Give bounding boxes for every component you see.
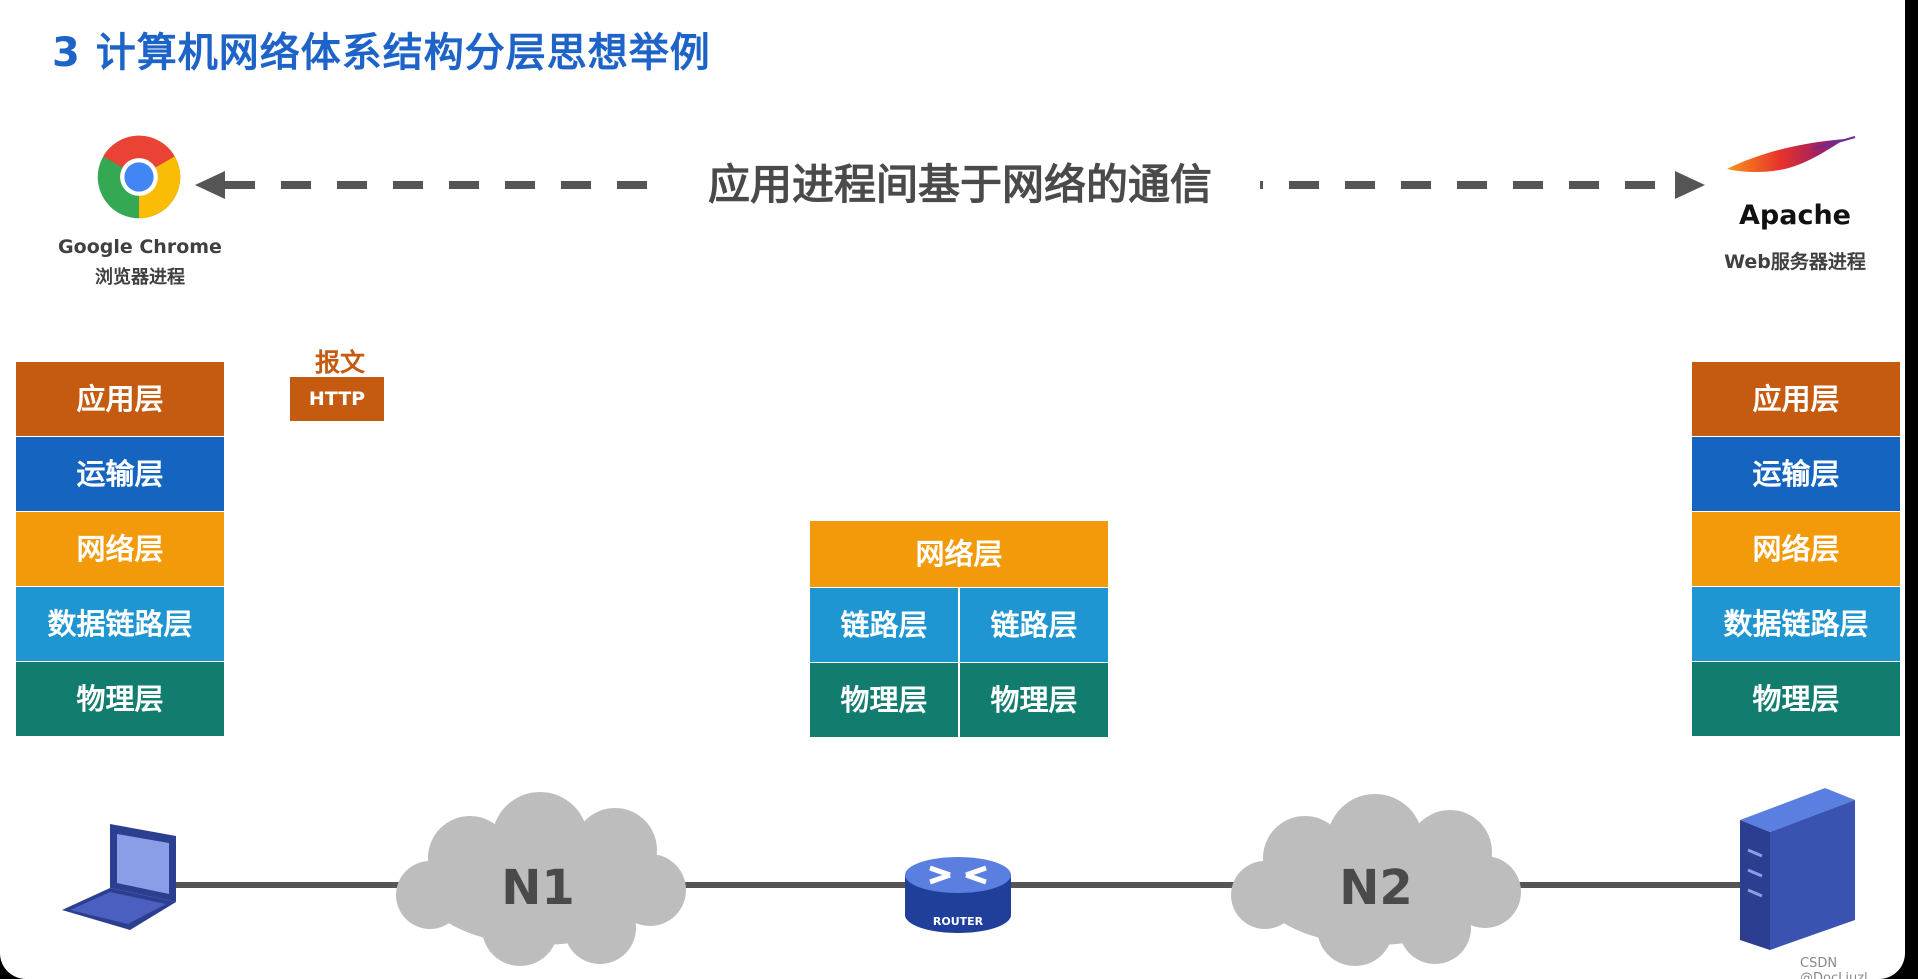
server-protocol-stack: 应用层 运输层 网络层 数据链路层 物理层: [1692, 362, 1900, 737]
router-physical-layer-right: 物理层: [960, 663, 1108, 737]
client-transport-layer: 运输层: [16, 437, 224, 511]
router-link-layer-left: 链路层: [810, 588, 958, 662]
apache-feather-icon: [1727, 136, 1856, 172]
server-physical-layer: 物理层: [1692, 662, 1900, 736]
communication-label: 应用进程间基于网络的通信: [660, 159, 1260, 211]
watermark: CSDN @DocLiuzl: [1800, 956, 1868, 979]
server-application-layer: 应用层: [1692, 362, 1900, 436]
server-datalink-layer: 数据链路层: [1692, 587, 1900, 661]
communication-arrow: [195, 171, 1705, 199]
client-role: 浏览器进程: [95, 267, 185, 288]
http-message: HTTP: [290, 377, 384, 421]
server-transport-layer: 运输层: [1692, 437, 1900, 511]
server-network-layer: 网络层: [1692, 512, 1900, 586]
client-physical-layer: 物理层: [16, 662, 224, 736]
server-name: Apache: [1739, 200, 1851, 231]
network-n1-label: N1: [501, 860, 575, 916]
router-network-layer: 网络层: [810, 521, 1108, 587]
client-datalink-layer: 数据链路层: [16, 587, 224, 661]
server-role: Web服务器进程: [1724, 251, 1866, 273]
client-protocol-stack: 应用层 运输层 网络层 数据链路层 物理层: [16, 362, 224, 737]
slide-title: 3 计算机网络体系结构分层思想举例: [52, 30, 711, 76]
router-physical-layer-left: 物理层: [810, 663, 958, 737]
message-title: 报文: [314, 348, 365, 377]
laptop-icon: [62, 824, 176, 930]
client-name: Google Chrome: [58, 236, 222, 258]
client-application-layer: 应用层: [16, 362, 224, 436]
network-n2-label: N2: [1339, 860, 1413, 916]
cloud-n1-icon: [396, 792, 686, 966]
chrome-logo-icon: [97, 135, 181, 219]
server-icon: [1740, 788, 1855, 950]
client-network-layer: 网络层: [16, 512, 224, 586]
cloud-n2-icon: [1231, 794, 1521, 966]
network-topology: N1 ROUTER N2: [62, 788, 1855, 966]
router-link-layer-right: 链路层: [960, 588, 1108, 662]
router-protocol-stack: 网络层 链路层 链路层 物理层 物理层: [810, 521, 1108, 738]
router-icon: [905, 857, 1011, 933]
router-label: ROUTER: [933, 915, 984, 928]
